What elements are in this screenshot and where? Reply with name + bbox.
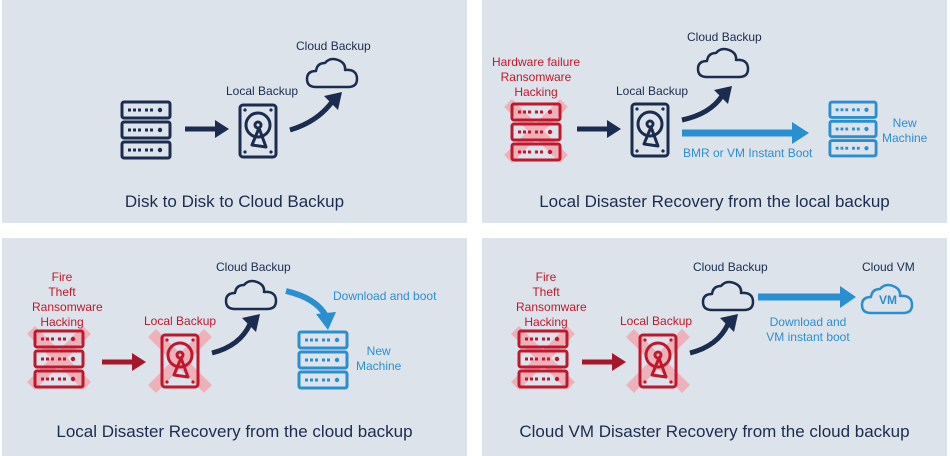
threat-label: Fire (535, 270, 557, 284)
threats-list: Hardware failure Ransomware Hacking (490, 55, 582, 100)
panel-cloud-vm-dr: VM Fire Theft Ransomware Hacking Cloud B… (482, 238, 947, 456)
cloud-backup-label: Cloud Backup (687, 30, 762, 44)
threat-label: Theft (532, 285, 560, 299)
new-machine-label: New Machine (356, 344, 401, 374)
panel-title: Local Disaster Recovery from the cloud b… (56, 422, 413, 441)
disk-icon (630, 102, 670, 158)
server-icon (120, 100, 172, 160)
threat-label: Ransomware (500, 70, 572, 84)
threat-label: Ransomware (516, 300, 587, 314)
new-server-icon (297, 330, 349, 390)
local-backup-label: Local Backup (620, 314, 693, 328)
arrow-up-curved (689, 322, 731, 356)
panel-title: Disk to Disk to Cloud Backup (124, 192, 345, 211)
threats-list: Fire Theft Ransomware Hacking (516, 270, 587, 330)
threat-label: Fire (51, 270, 73, 284)
threat-label: Hardware failure (491, 55, 581, 69)
panel-disk-to-cloud: Cloud Backup Local Backup Disk to Disk t… (2, 0, 467, 223)
threat-label: Ransomware (32, 300, 103, 314)
disk-icon (238, 103, 278, 159)
threat-label: Hacking (514, 85, 558, 99)
download-label-line: Download and (769, 315, 847, 329)
vm-badge: VM (879, 293, 897, 307)
threats-list: Fire Theft Ransomware Hacking (32, 270, 103, 330)
arrow-up-curved (289, 100, 334, 133)
cloud-vm-label: Cloud VM (862, 260, 915, 274)
local-backup-label: Local Backup (144, 314, 217, 328)
local-backup-label: Local Backup (226, 84, 299, 98)
cloud-icon (701, 280, 755, 312)
cloud-backup-label: Cloud Backup (216, 260, 291, 274)
panel-local-dr-local: Hardware failure Ransomware Hacking Clou… (482, 0, 947, 223)
new-machine-line: Machine (882, 131, 928, 145)
threat-label: Theft (48, 285, 76, 299)
threat-label: Hacking (40, 315, 84, 329)
threat-label: Hacking (524, 315, 568, 329)
new-machine-line: New (366, 344, 391, 358)
arrow-up-curved (681, 94, 725, 123)
panel-title: Local Disaster Recovery from the local b… (539, 192, 890, 211)
download-arrow (285, 288, 329, 318)
cloud-icon (224, 279, 278, 311)
cloud-backup-label: Cloud Backup (296, 39, 371, 53)
cloud-backup-label: Cloud Backup (693, 260, 768, 274)
download-label: Download and boot (333, 289, 437, 303)
new-machine-line: Machine (356, 359, 402, 373)
local-backup-label: Local Backup (616, 84, 689, 98)
panel-local-dr-cloud: Fire Theft Ransomware Hacking Cloud Back… (2, 238, 467, 456)
new-server-icon (828, 100, 878, 158)
arrow-up-curved (211, 322, 253, 356)
new-machine-line: New (892, 116, 917, 130)
restore-label: BMR or VM Instant Boot (683, 146, 813, 160)
panel-title: Cloud VM Disaster Recovery from the clou… (519, 422, 910, 441)
cloud-icon (696, 47, 750, 79)
new-machine-label: New Machine (882, 116, 927, 146)
download-label: Download and VM instant boot (762, 315, 854, 345)
cloud-icon (305, 57, 359, 89)
download-label-line: VM instant boot (766, 330, 850, 344)
